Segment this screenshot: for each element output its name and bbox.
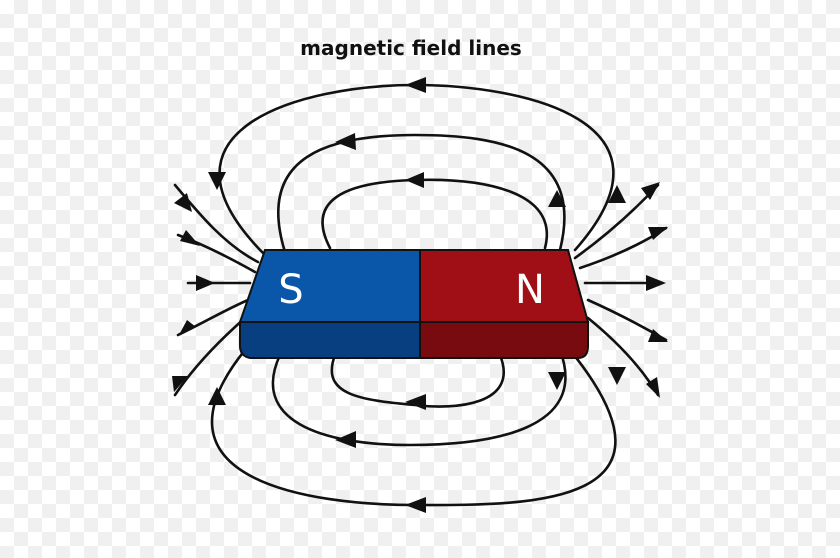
arrow-top-outer-icon [405,77,426,93]
bar-magnet: S N [238,249,590,359]
arrow-left-2-icon [180,230,200,246]
field-line-bottom-middle [271,348,567,447]
arrow-left-3-icon [196,275,215,291]
arrow-top-right-up-icon [608,185,626,203]
arrow-left-1-icon [174,193,192,212]
arrow-top-inner-icon [405,172,424,188]
arrow-bottom-outer-icon [405,497,426,513]
field-line-top-middle [277,133,566,254]
arrow-left-5-icon [172,376,188,392]
arrow-bottom-inner-icon [405,394,426,410]
field-line-left-4 [176,298,250,337]
field-line-left-5 [173,316,247,397]
magnet-north-face [419,249,590,323]
south-pole-label: S [278,267,303,313]
arrow-bottom-middle-icon [335,431,356,448]
diagram-title: magnetic field lines [300,36,522,60]
arrow-right-4-icon [648,329,668,342]
magnet-south-face [238,249,421,323]
arrow-right-2-icon [648,227,668,240]
arrow-top-left-down-icon [208,172,226,190]
arrow-top-middle-icon [335,133,356,150]
arrow-right-3-icon [646,275,666,291]
arrow-bottom-left-up-icon [208,387,226,405]
arrow-right-5-icon [646,377,660,398]
magnet-north-side [419,321,589,359]
north-pole-label: N [515,267,545,313]
arrow-left-4-icon [180,320,196,333]
arrow-right-1-icon [641,182,660,200]
magnet-south-side [239,321,421,359]
field-line-left-1 [173,183,260,264]
arrow-bottom-mid-right-icon [548,372,566,390]
arrow-bottom-right-down-icon [608,367,626,385]
arrow-top-mid-right-icon [548,190,566,207]
field-line-top-inner [321,178,549,250]
